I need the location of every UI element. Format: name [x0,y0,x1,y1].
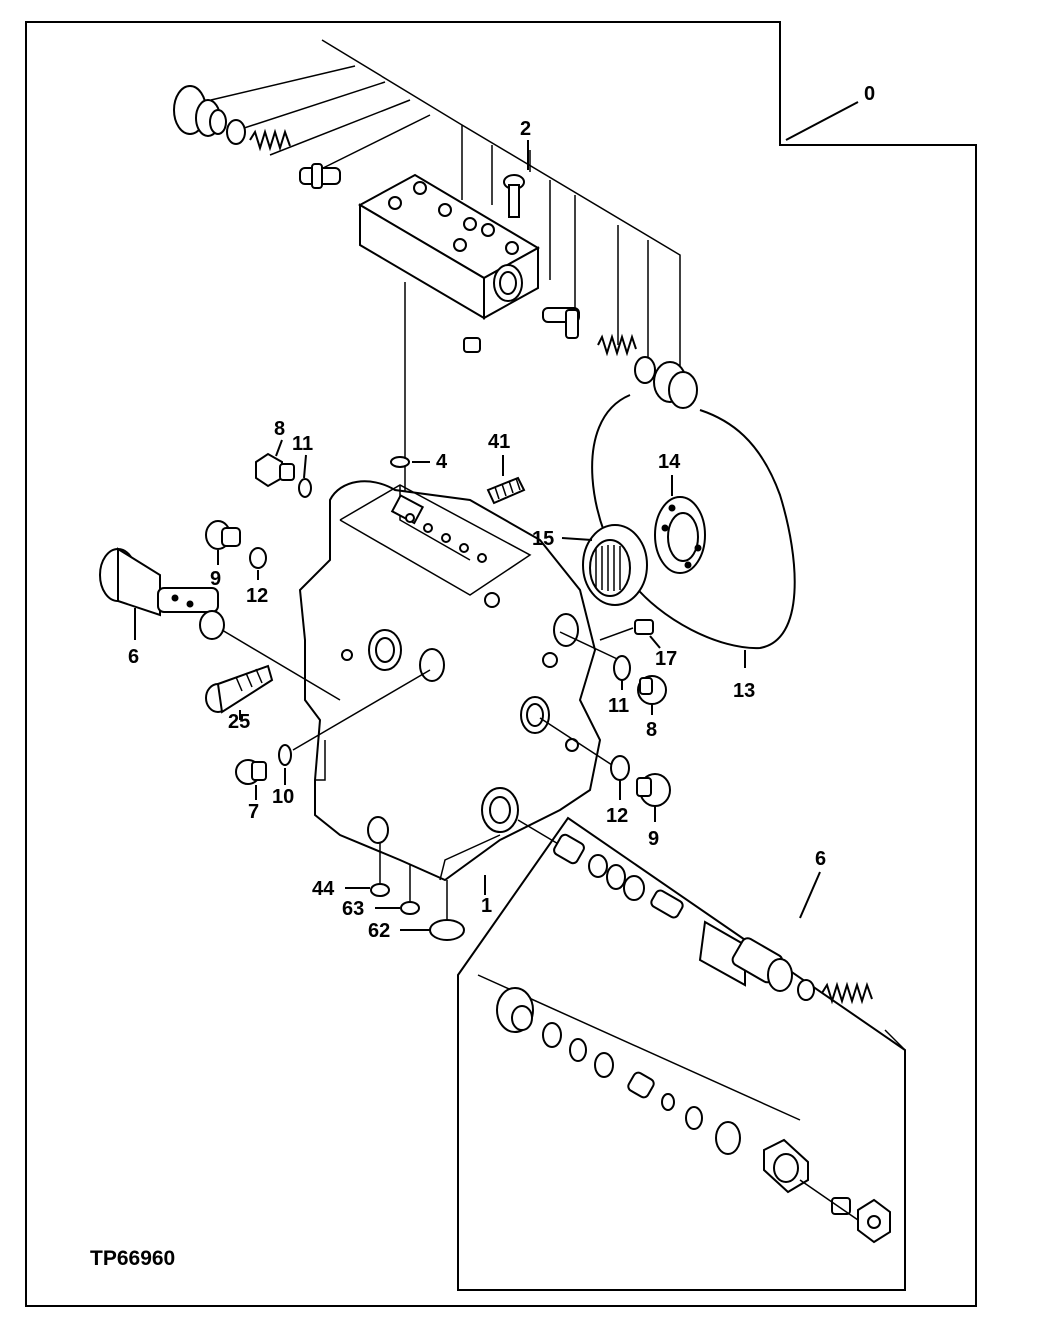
main-housing [298,480,602,882]
set-screw [463,337,481,353]
bolt-top [503,174,525,218]
callout-62: 62 [368,920,390,942]
plug-top-left [173,85,227,137]
callout-8: 8 [274,418,285,440]
callout-6: 6 [128,646,139,668]
bearing-14 [654,496,706,574]
o-ring-63 [400,901,420,915]
callout-labels: 0 2 4 41 8 11 14 15 9 12 6 25 17 13 11 8… [128,83,875,942]
o-ring-62 [429,919,465,941]
callout-9: 9 [648,828,659,850]
callout-17: 17 [655,648,677,670]
callout-41: 41 [488,431,510,453]
valve-block-assembly [173,39,698,409]
callout-13: 13 [733,680,755,702]
o-ring-12-upper [249,547,267,569]
plug-9-upper [205,520,241,550]
bearing-15 [582,524,648,606]
spool-top-left [299,163,341,189]
diagram-frame [25,21,977,1307]
o-ring-top-left [226,119,246,145]
callout-10: 10 [272,786,294,808]
o-ring-11-upper [298,478,312,498]
callout-12: 12 [246,585,268,607]
callout-7: 7 [248,801,259,823]
callout-8: 8 [646,719,657,741]
o-ring-44 [370,883,390,897]
o-ring-11-lower [613,655,631,681]
pin-4 [390,456,410,468]
leader-0 [785,101,859,141]
plug-8-lower [637,675,667,705]
valve-6-lower-row [496,987,891,1244]
callout-63: 63 [342,898,364,920]
callout-14: 14 [658,451,681,473]
spring-top-left [249,128,291,152]
o-ring-10 [278,744,292,766]
callout-1: 1 [481,895,492,917]
callout-12: 12 [606,805,628,827]
plug-8-upper [255,452,295,488]
o-ring-top-right [634,356,656,384]
plug-top-right [653,361,698,409]
o-ring-12-lower [610,755,630,781]
figure-code: TP66960 [90,1247,175,1270]
ring-13 [591,394,796,650]
pin-17 [634,619,654,635]
callout-11: 11 [608,695,629,717]
callout-6: 6 [815,848,826,870]
plug-9-lower [636,773,671,807]
callout-15: 15 [532,528,554,550]
spool-top-right [542,307,580,339]
callout-4: 4 [436,451,448,473]
valve-block [357,173,541,320]
callout-44: 44 [312,878,335,900]
valve-6-upper-row [553,833,873,1005]
screw-41 [486,476,526,505]
valve-6-detail-box [457,816,906,1291]
callout-0: 0 [864,83,875,105]
callout-2: 2 [520,118,531,140]
spring-top-right [597,333,637,357]
callout-9: 9 [210,568,221,590]
bolt-25 [205,664,274,714]
callout-25: 25 [228,711,250,733]
plug-7 [235,759,267,785]
callout-11: 11 [292,433,313,455]
valve-6-exploded-axis [517,819,561,846]
valve-6-left [99,547,225,640]
